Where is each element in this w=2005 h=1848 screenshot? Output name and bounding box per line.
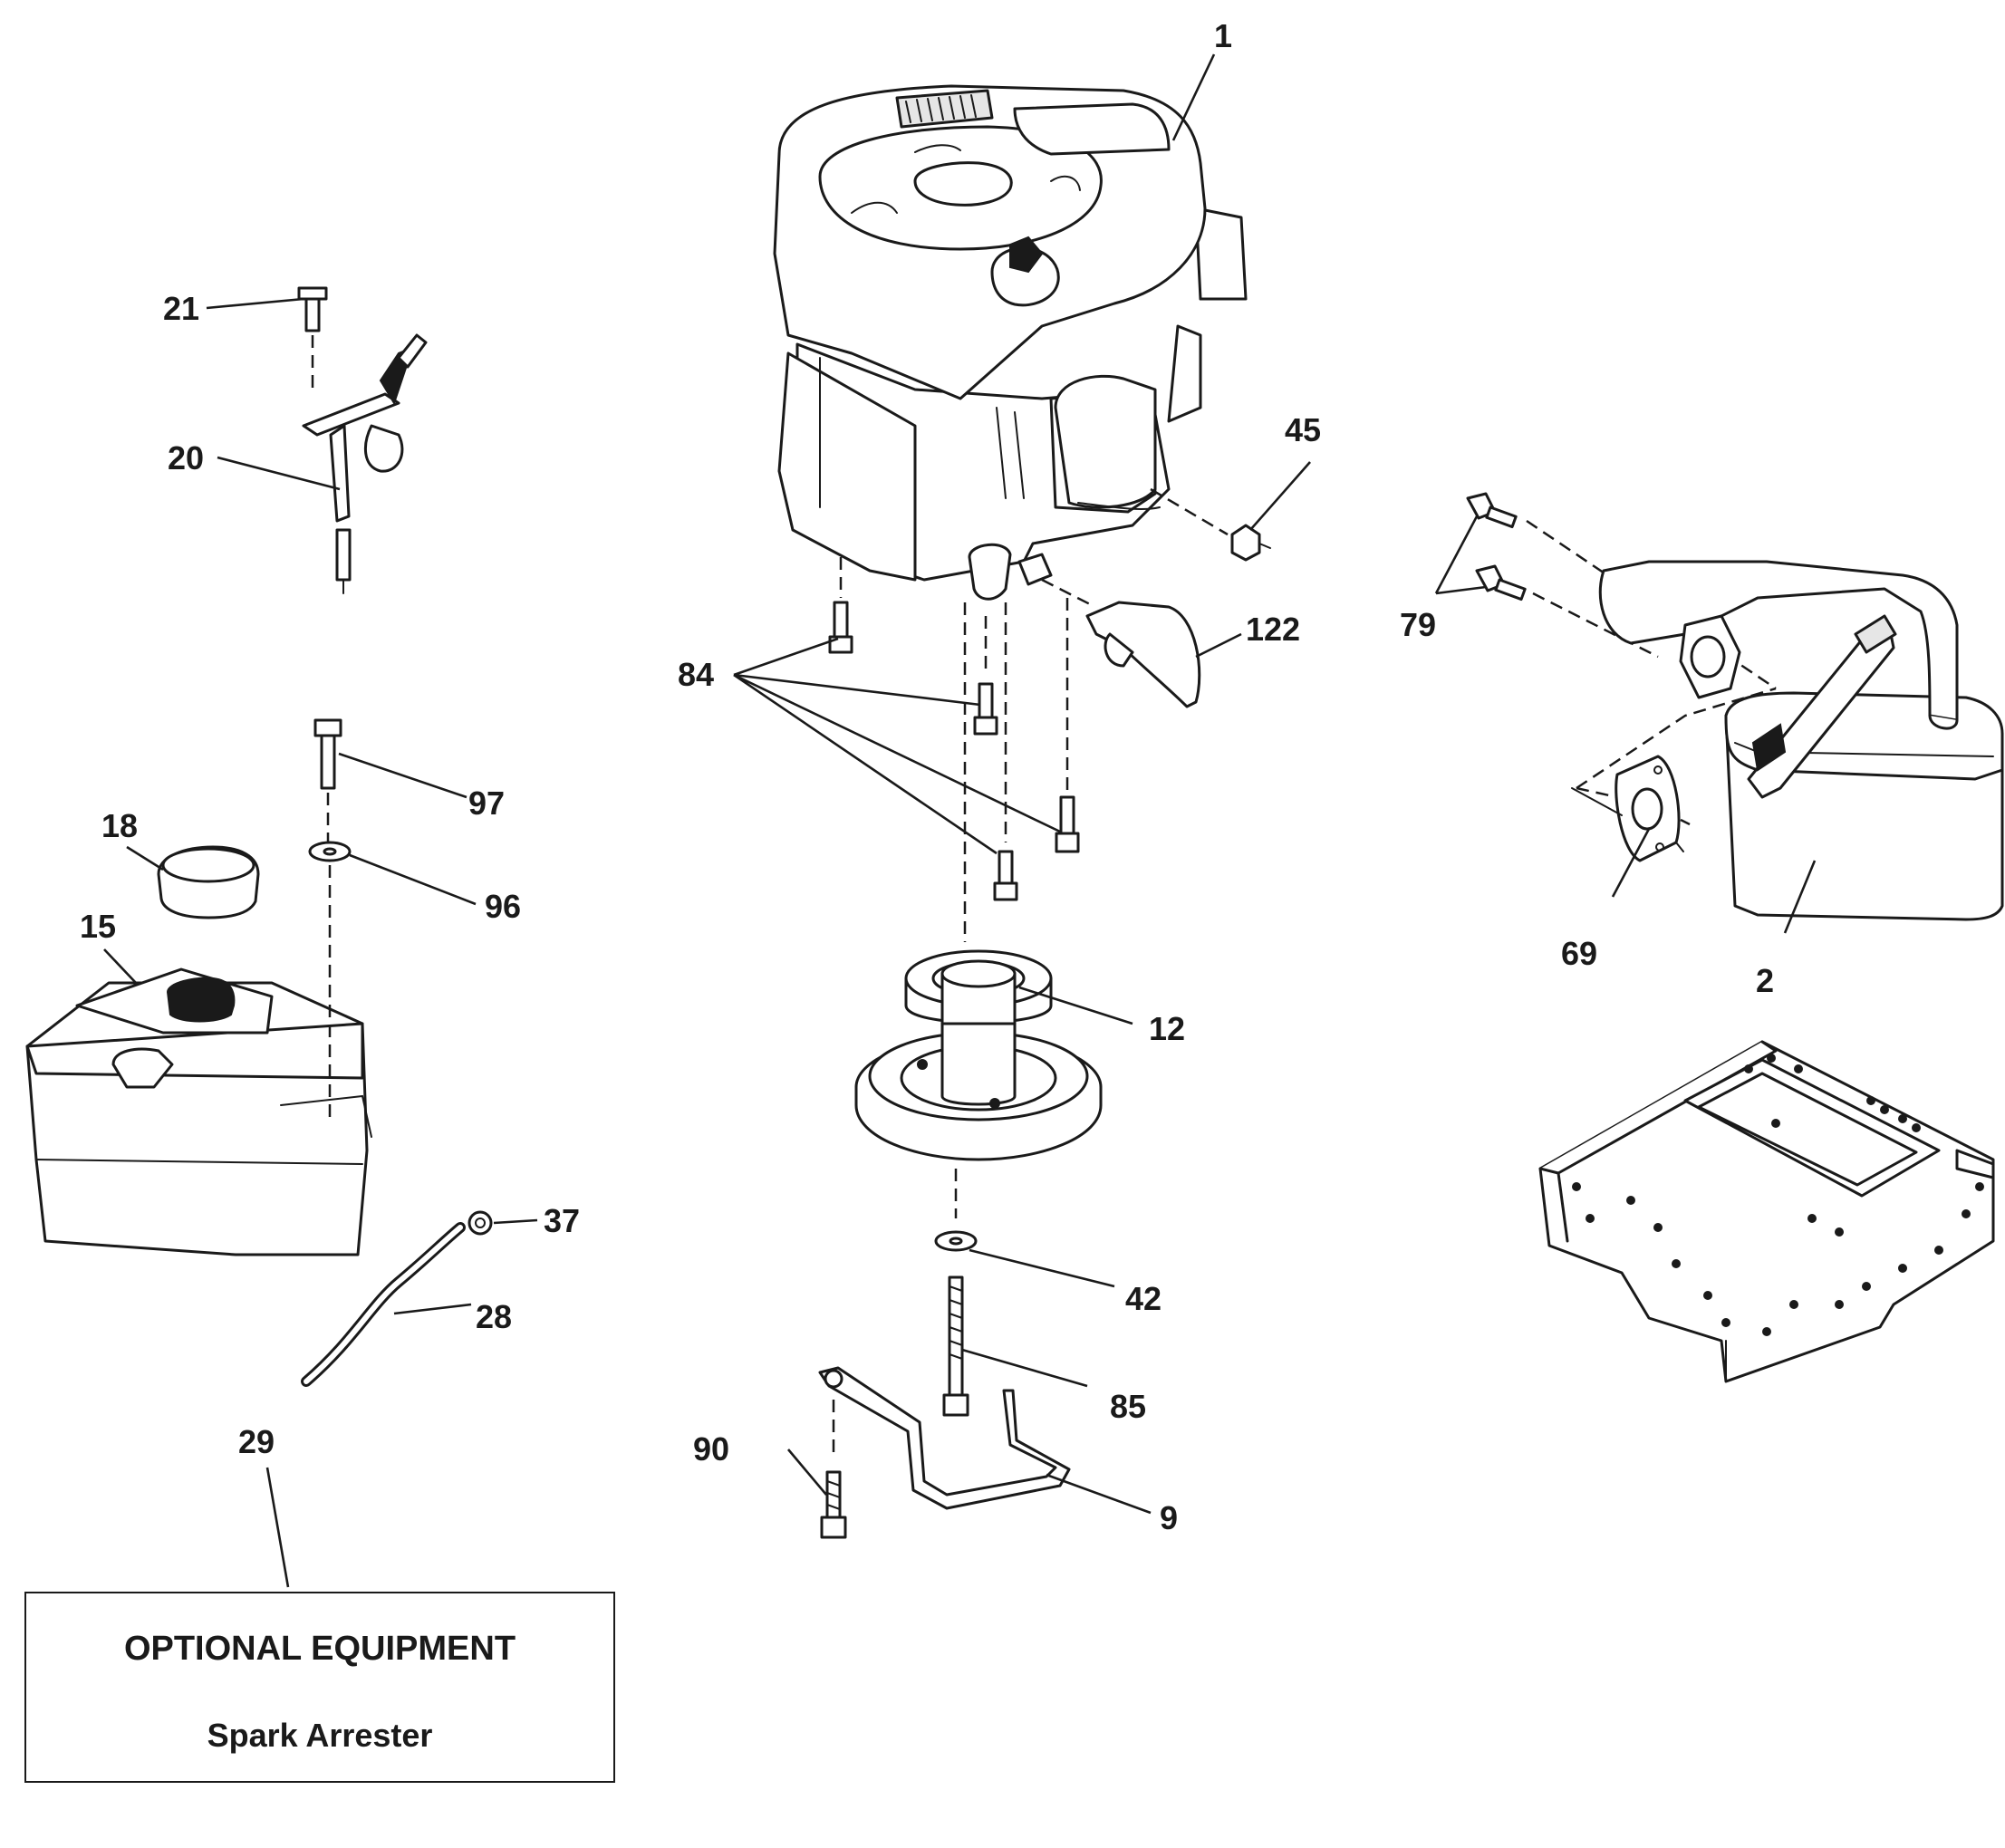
- leader-lines: [103, 53, 1817, 1588]
- muffler-group: [1466, 492, 2004, 921]
- nut-45: [1150, 487, 1271, 562]
- callout-21: 21: [163, 290, 199, 327]
- engine-pulley: [854, 949, 1103, 1218]
- fuel-tank-group: [25, 718, 372, 1256]
- callout-37: 37: [544, 1202, 580, 1239]
- callout-45: 45: [1285, 411, 1321, 448]
- callout-97: 97: [468, 784, 505, 822]
- callout-2: 2: [1756, 962, 1774, 999]
- screw-21: [304, 297, 321, 332]
- fuel-line-group: [301, 1210, 493, 1387]
- optional-equipment-item: Spark Arrester: [207, 1717, 433, 1754]
- callout-15: 15: [80, 908, 116, 945]
- engine-mount-bolts: [828, 557, 1080, 942]
- callout-90: 90: [693, 1430, 729, 1468]
- callout-42: 42: [1125, 1280, 1162, 1317]
- callout-12: 12: [1149, 1010, 1185, 1047]
- callout-69: 69: [1561, 935, 1597, 972]
- chassis-frame: [1538, 1040, 1995, 1383]
- optional-equipment-title: OPTIONAL EQUIPMENT: [123, 1630, 516, 1668]
- throttle-control: [297, 286, 428, 594]
- callout-122: 122: [1246, 611, 1300, 648]
- optional-equipment-box: OPTIONAL EQUIPMENT Spark Arrester: [24, 1592, 615, 1783]
- callout-labels: 1 2 9 12 15 18 20 21 28 29 37 42 45 69 7…: [80, 17, 1774, 1536]
- callout-84: 84: [678, 656, 714, 693]
- callout-79: 79: [1400, 606, 1436, 643]
- callout-29: 29: [238, 1423, 275, 1460]
- callout-20: 20: [168, 439, 204, 476]
- engine-assembly: [773, 84, 1248, 601]
- callout-96: 96: [485, 888, 521, 925]
- callout-85: 85: [1110, 1388, 1146, 1425]
- callout-9: 9: [1160, 1499, 1178, 1536]
- deflector-122: [1041, 578, 1201, 708]
- pulley-hardware: [818, 1230, 1071, 1539]
- callout-1: 1: [1214, 17, 1232, 54]
- callout-18: 18: [101, 807, 138, 844]
- callout-28: 28: [476, 1298, 512, 1335]
